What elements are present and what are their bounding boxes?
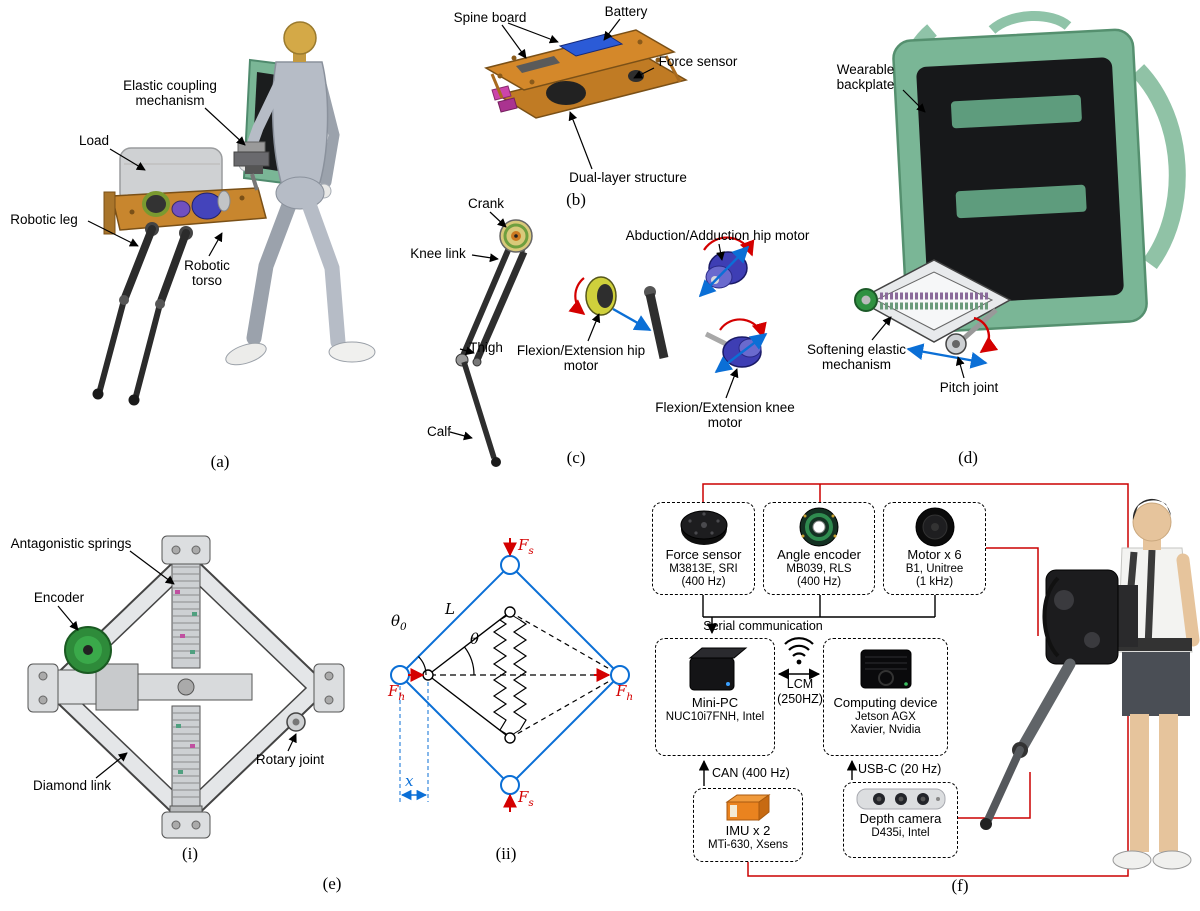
label-softening-elastic: Softening elastic mechanism: [806, 342, 907, 373]
device-model: NUC10i7FNH, Intel: [665, 710, 765, 723]
device-title: Angle encoder: [777, 547, 861, 562]
device-model: M3813E, SRI: [669, 562, 738, 575]
label-battery: Battery: [604, 4, 648, 19]
device-box-motor: Motor x 6 B1, Unitree (1 kHz): [883, 502, 986, 595]
label-crank: Crank: [467, 196, 504, 211]
mini-pc-icon: [688, 647, 748, 691]
label-lcm: LCM: [786, 677, 814, 691]
device-model: Jetson AGX: [855, 710, 916, 723]
label-load: Load: [78, 133, 110, 148]
imu-icon: [725, 794, 771, 822]
device-title: Motor x 6: [907, 547, 962, 562]
device-model: D435i, Intel: [871, 826, 930, 839]
label-dual-layer: Dual-layer structure: [569, 170, 687, 185]
force-sensor-icon: [680, 510, 727, 545]
label-lcm-rate: (250HZ): [777, 692, 823, 706]
caption-e: (e): [322, 874, 342, 893]
device-box-imu: IMU x 2 MTi-630, Xsens: [693, 788, 803, 862]
device-model: MTi-630, Xsens: [707, 838, 789, 851]
symbol-fs-top: Fs: [518, 536, 534, 557]
symbol-fh-right: Fh: [616, 682, 634, 703]
label-pitch-joint: Pitch joint: [939, 380, 999, 395]
panel-eii-art: [390, 538, 630, 812]
label-rotary-joint: Rotary joint: [255, 752, 325, 767]
device-title: Mini-PC: [691, 695, 739, 710]
label-robotic-leg: Robotic leg: [10, 212, 78, 227]
symbol-theta: θ: [470, 630, 480, 648]
wifi-icon: [784, 637, 814, 665]
label-knee-link: Knee link: [410, 246, 466, 261]
label-force-sensor-b: Force sensor: [658, 54, 738, 69]
label-can: CAN (400 Hz): [712, 766, 790, 780]
depth-camera-icon: [856, 788, 945, 810]
panel-c-art: [449, 211, 768, 467]
device-model: B1, Unitree: [905, 562, 964, 575]
motor-icon: [915, 507, 954, 547]
label-usb: USB-C (20 Hz): [858, 762, 942, 776]
caption-c: (c): [566, 448, 586, 467]
caption-d: (d): [958, 448, 978, 467]
caption-b: (b): [566, 190, 586, 209]
label-antagonistic-springs: Antagonistic springs: [10, 536, 132, 551]
label-flexion-knee-motor: Flexion/Extension knee motor: [655, 400, 795, 431]
symbol-x: x: [405, 772, 414, 790]
device-box-angle-encoder: Angle encoder MB039, RLS (400 Hz): [763, 502, 875, 595]
computing-device-icon: [860, 649, 911, 689]
panel-a-art: [87, 21, 376, 406]
symbol-link-length: L: [445, 600, 455, 618]
device-box-mini-pc: Mini-PC NUC10i7FNH, Intel: [655, 638, 775, 756]
panel-d-art: [854, 11, 1186, 379]
device-title: Depth camera: [859, 811, 942, 826]
device-box-depth-camera: Depth camera D435i, Intel: [843, 782, 958, 858]
device-rate: (400 Hz): [681, 576, 726, 589]
panel-b-art: [484, 18, 688, 170]
label-calf: Calf: [426, 424, 451, 439]
device-model: MB039, RLS: [786, 562, 852, 575]
symbol-theta0: θ0: [391, 612, 407, 633]
device-rate: (400 Hz): [796, 576, 842, 589]
caption-i: (i): [181, 844, 199, 863]
device-box-computing: Computing device Jetson AGX Xavier, Nvid…: [823, 638, 948, 756]
label-elastic-coupling: Elastic coupling mechanism: [123, 78, 217, 109]
device-title: Force sensor: [665, 547, 742, 562]
device-rate: (1 kHz): [915, 576, 954, 589]
label-thigh: Thigh: [469, 340, 503, 355]
label-spine-board: Spine board: [453, 10, 527, 25]
caption-ii: (ii): [495, 844, 517, 863]
label-abduction-hip-motor: Abduction/Adduction hip motor: [625, 228, 810, 243]
label-robotic-torso: Robotic torso: [184, 258, 230, 289]
label-wearable-backplate: Wearable backplate: [836, 62, 895, 93]
label-flexion-hip-motor: Flexion/Extension hip motor: [516, 343, 646, 374]
panel-ei-art: [27, 535, 345, 839]
angle-encoder-icon: [799, 507, 839, 547]
caption-f: (f): [951, 876, 969, 895]
label-serial-communication: Serial communication: [703, 619, 823, 633]
device-title: Computing device: [833, 695, 938, 710]
device-model2: Xavier, Nvidia: [850, 724, 921, 737]
label-encoder: Encoder: [33, 590, 85, 605]
label-diamond-link: Diamond link: [32, 778, 112, 793]
panel-f-art: [698, 483, 1200, 877]
device-title: IMU x 2: [725, 823, 771, 838]
device-box-force-sensor: Force sensor M3813E, SRI (400 Hz): [652, 502, 755, 595]
symbol-fh-left: Fh: [388, 682, 406, 703]
symbol-fs-bottom: Fs: [518, 788, 534, 809]
caption-a: (a): [210, 452, 230, 471]
